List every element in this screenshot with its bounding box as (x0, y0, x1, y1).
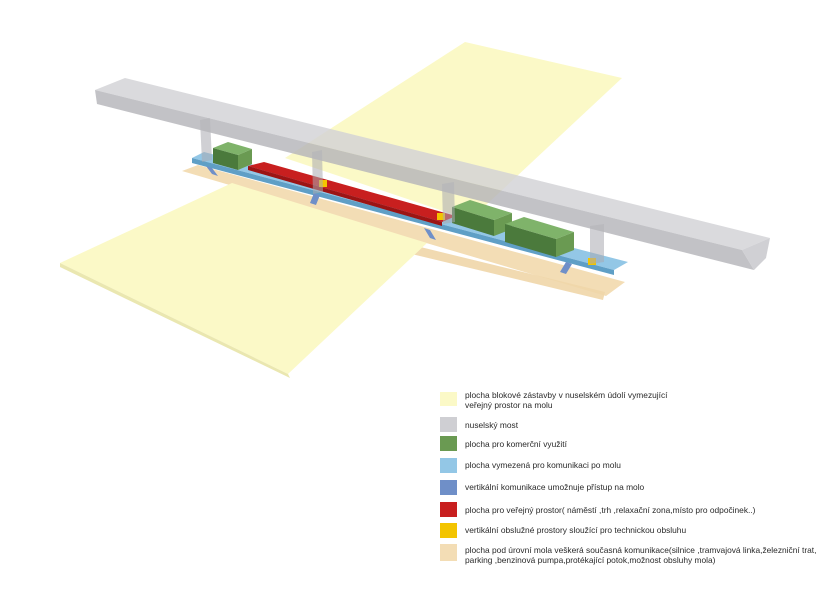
legend-label-under-pier-area: plocha pod úrovní mola veškerá současná … (465, 545, 817, 565)
commercial-block-2 (452, 200, 512, 236)
public-space-strip (248, 162, 456, 222)
public-space-strip-side (248, 166, 442, 226)
legend-swatch-vertical-pier-access (440, 480, 457, 495)
legend-swatch-pier-communication-area (440, 458, 457, 473)
service-space-2 (437, 213, 445, 220)
legend-label-vertical-pier-access: vertikální komunikace umožnuje přístup n… (465, 482, 645, 492)
legend-swatch-block-development-area (440, 392, 457, 406)
commercial-block-1 (213, 142, 252, 170)
under-pier-plane (182, 165, 625, 296)
legend-label-commercial-area: plocha pro komerční využití (465, 439, 567, 449)
legend-swatch-service-spaces (440, 523, 457, 538)
legend-swatch-under-pier-area (440, 544, 457, 561)
legend-swatch-public-space-area (440, 502, 457, 517)
pier-deck-side (192, 158, 614, 275)
commercial-block-3 (505, 217, 574, 257)
block-development-plane-front (60, 183, 427, 374)
legend-swatch-commercial-area (440, 436, 457, 451)
legend-label-pier-communication-area: plocha vymezená pro komunikaci po molu (465, 460, 621, 470)
legend-label-nusle-bridge: nuselský most (465, 420, 519, 430)
vertical-access-3 (424, 228, 436, 240)
legend-label-block-development-area: plocha blokové zástavby v nuselském údol… (465, 390, 668, 410)
legend-label-service-spaces: vertikální obslužné prostory sloužící pr… (465, 525, 687, 535)
block-development-plane-rear (285, 42, 622, 220)
legend-label-public-space-area: plocha pro veřejný prostor( náměstí ,trh… (465, 505, 756, 515)
vertical-access-2 (310, 193, 320, 205)
vertical-access-1 (206, 166, 218, 176)
service-space-1 (319, 180, 327, 187)
nusle-bridge (95, 78, 770, 270)
legend-swatch-nusle-bridge (440, 417, 457, 432)
block-development-plane-front-edge (60, 263, 290, 378)
vertical-access-4 (560, 262, 572, 274)
